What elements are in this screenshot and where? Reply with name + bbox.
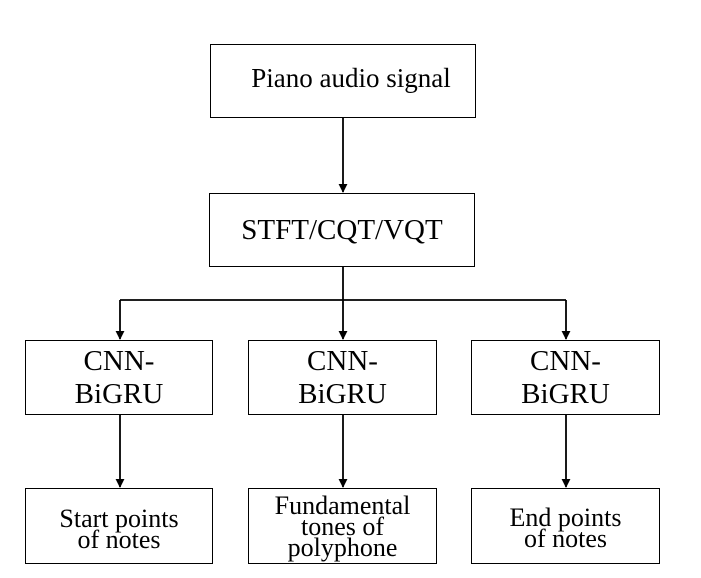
output-node-label-fundamental-tones: Fundamental tones of polyphone: [274, 490, 411, 562]
input-node-label: Piano audio signal: [251, 63, 451, 93]
transform-node-box: STFT/CQT/VQT: [209, 193, 475, 267]
output-node-box-fundamental-tones: Fundamental tones of polyphone: [248, 488, 437, 564]
model-node-box-2: CNN- BiGRU: [248, 340, 437, 415]
transform-node-label: STFT/CQT/VQT: [241, 214, 443, 246]
model-node-label-2: CNN- BiGRU: [298, 344, 387, 410]
model-node-label-3: CNN- BiGRU: [521, 344, 610, 410]
output-node-box-end-points: End points of notes: [471, 488, 660, 564]
model-node-box-3: CNN- BiGRU: [471, 340, 660, 415]
model-node-box-1: CNN- BiGRU: [25, 340, 213, 415]
input-node-box: Piano audio signal: [210, 44, 476, 118]
output-node-label-end-points: End points of notes: [509, 503, 622, 553]
output-node-box-start-points: Start points of notes: [25, 488, 213, 564]
model-node-label-1: CNN- BiGRU: [74, 344, 164, 410]
output-node-label-start-points: Start points of notes: [59, 504, 179, 554]
